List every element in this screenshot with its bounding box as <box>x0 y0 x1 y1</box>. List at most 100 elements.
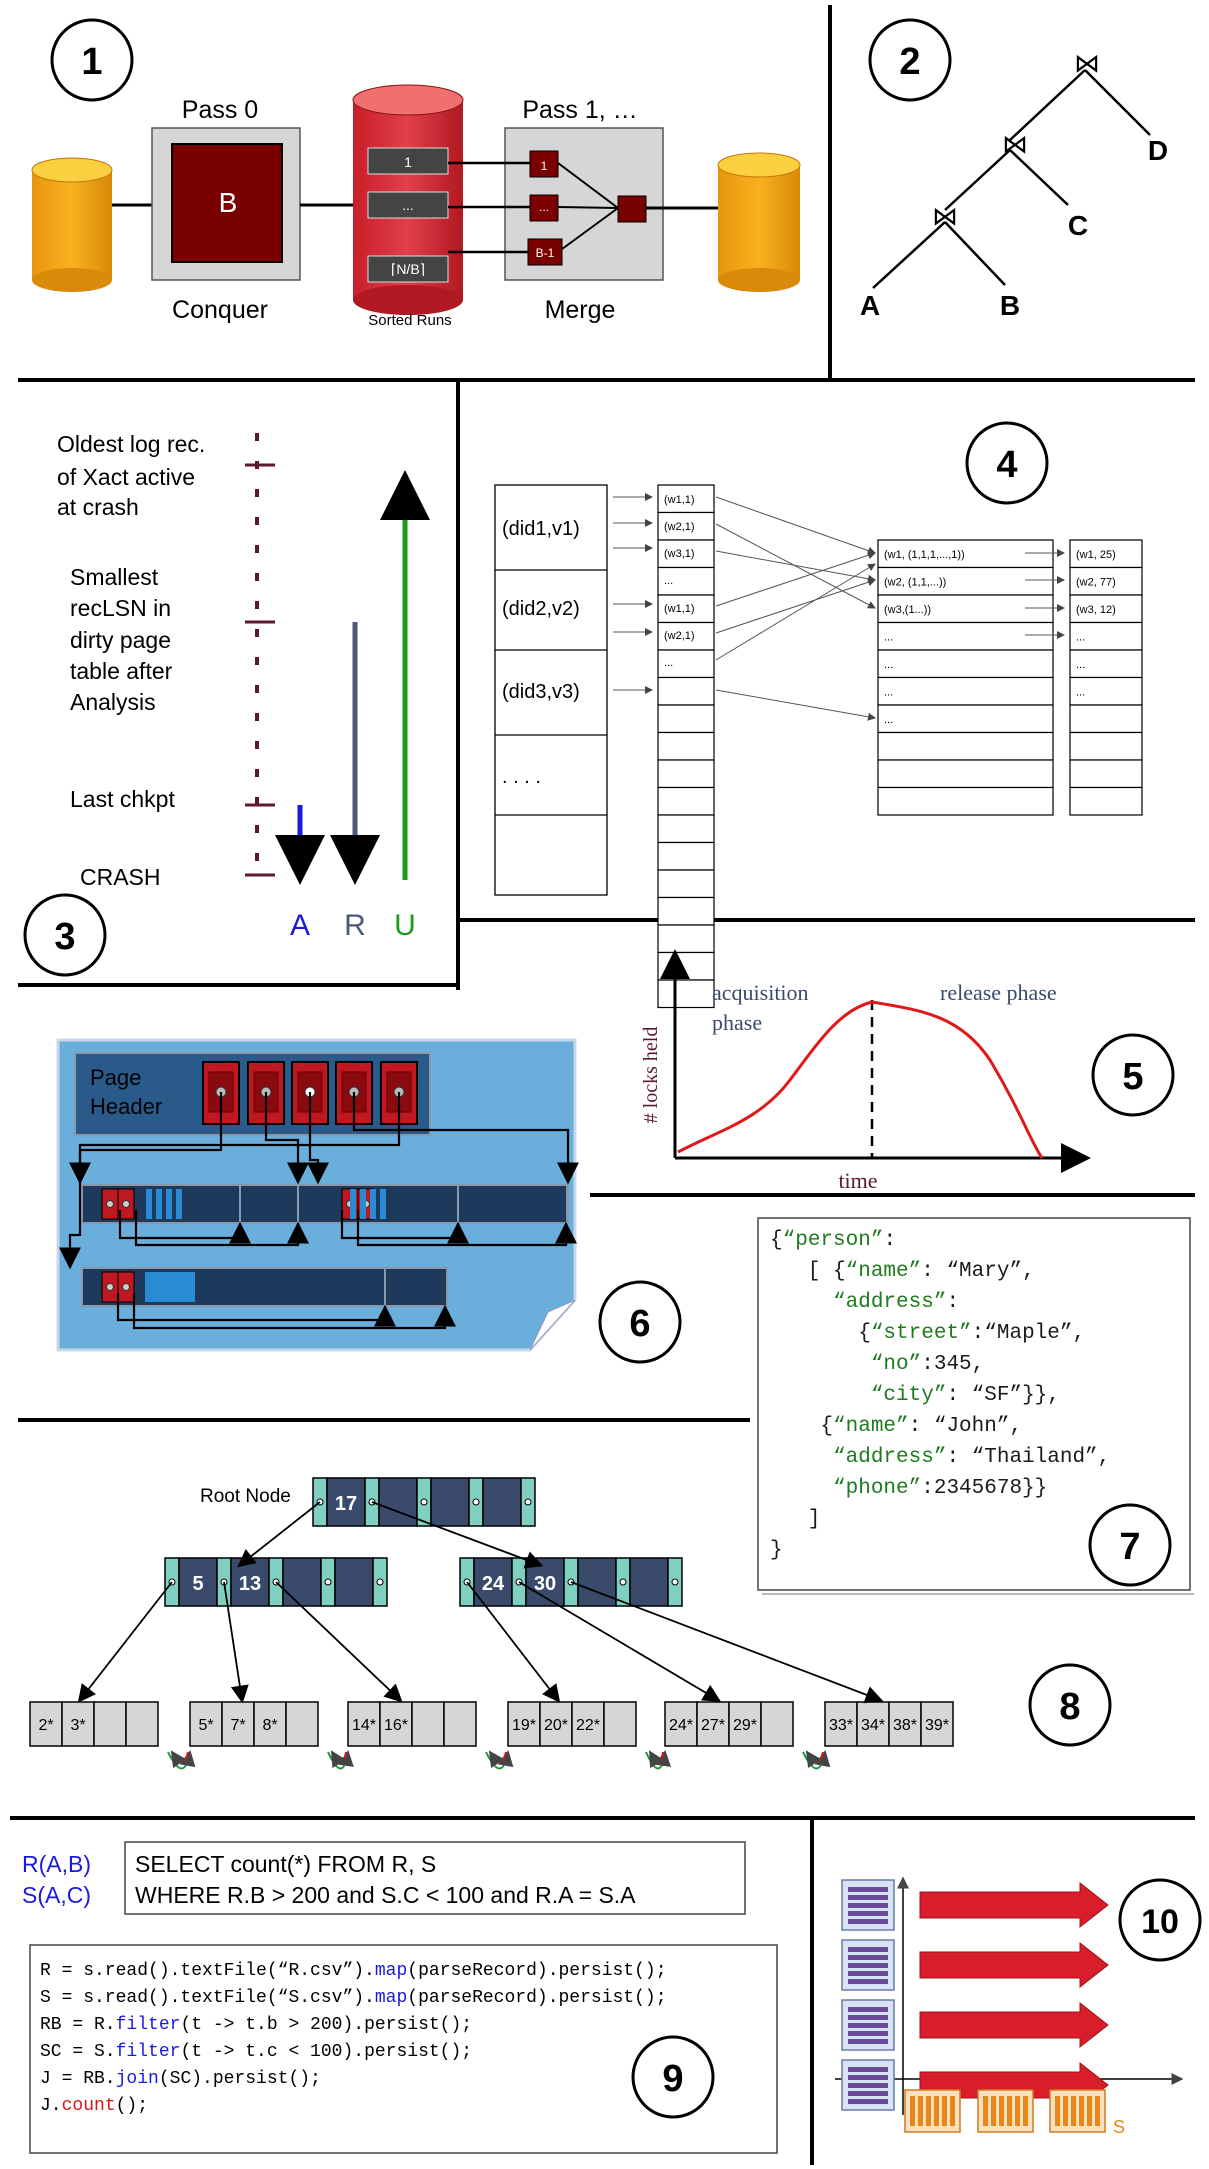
leaf-cell <box>125 1701 159 1747</box>
leaf-cell <box>285 1701 319 1747</box>
panel-10-partitioning: S 10 <box>835 1876 1202 2137</box>
document-entry: (did3,v3) <box>502 681 580 703</box>
panel-number-1: 1 <box>50 18 134 102</box>
partition-arrow <box>919 2001 1109 2049</box>
leaf-entry: 20* <box>544 1717 568 1734</box>
phase-a-label: A <box>290 909 310 942</box>
inner-right-key <box>629 1557 669 1607</box>
json-line: [ {“name”: “Mary”, <box>770 1260 1035 1283</box>
map-output-text: ... <box>664 657 673 669</box>
code-line: J.count(); <box>40 2096 148 2116</box>
panel-number-8: 8 <box>1028 1663 1112 1747</box>
json-line: {“street”:“Maple”, <box>770 1322 1085 1345</box>
input-file-cylinder <box>31 157 113 292</box>
panel-number-7: 7 <box>1088 1503 1172 1587</box>
map-output-text: (w2,1) <box>664 521 695 533</box>
leaf-cell <box>347 1701 381 1747</box>
grouped-cell <box>877 649 1054 679</box>
root-node-label: Root Node <box>200 1486 291 1507</box>
inner-left-key-text: 5 <box>192 1573 203 1595</box>
panel-9-query: R(A,B) S(A,C) SELECT count(*) FROM R, S … <box>22 1841 778 2154</box>
record-row-1 <box>81 1184 568 1224</box>
sorted-runs-label: Sorted Runs <box>368 312 451 329</box>
grouped-cell <box>877 594 1054 624</box>
map-output-cell <box>657 814 715 844</box>
spark-code: R = s.read().textFile(“R.csv”).map(parse… <box>40 1961 667 2116</box>
leaf-sibling-link <box>648 1750 664 1769</box>
svg-text:8: 8 <box>1059 1686 1080 1728</box>
code-line: J = RB.join(SC).persist(); <box>40 2069 321 2089</box>
grouped-cell <box>877 676 1054 706</box>
grouped-cell <box>877 704 1054 734</box>
release-label: release phase <box>940 980 1057 1005</box>
inner-right-key-text: 24 <box>482 1573 505 1595</box>
panel-7-json: {“person”: [ {“name”: “Mary”, “address”:… <box>757 1217 1194 1595</box>
output-file-cylinder <box>717 152 801 292</box>
map-output-cell <box>657 786 715 816</box>
document-entry: (did1,v1) <box>502 518 580 540</box>
leaf-entry: 19* <box>512 1717 536 1734</box>
reduced-text: ... <box>1076 632 1085 644</box>
leaf-sibling-link <box>485 1750 514 1770</box>
acquisition-label-line1: acquisition <box>712 980 809 1005</box>
merge-box: 1 ... B-1 <box>448 127 664 281</box>
inner-left-key-text: 13 <box>239 1573 261 1595</box>
pass-0-label: Pass 0 <box>182 96 258 124</box>
sql-box <box>124 1841 746 1915</box>
reduced-cell <box>1069 676 1143 706</box>
grouped-text: ... <box>884 659 893 671</box>
grouped-text: (w2, (1,1,...)) <box>884 577 946 589</box>
map-output-cell <box>657 869 715 899</box>
oldest-log-line3: at crash <box>57 494 139 520</box>
leaf-sibling-link <box>170 1750 189 1769</box>
s-label: S <box>1113 2117 1125 2137</box>
partition-arrow <box>919 1941 1109 1989</box>
schema-s: S(A,C) <box>22 1882 91 1908</box>
root-key <box>482 1477 522 1527</box>
smallest-reclsn-line3: dirty page <box>70 627 171 653</box>
svg-text:5: 5 <box>1122 1056 1143 1098</box>
json-line: “phone”:2345678}} <box>770 1477 1047 1500</box>
map-output-cell <box>657 566 715 596</box>
panel-6-slotted-page: Page Header 6 <box>56 1038 682 1364</box>
root-key-text: 17 <box>335 1493 357 1515</box>
grouped-cell <box>877 786 1054 816</box>
map-output-text: (w2,1) <box>664 630 695 642</box>
panel-separators <box>10 5 1195 2165</box>
buffer-box: B <box>151 127 301 281</box>
json-line: ] <box>770 1508 820 1531</box>
reduced-cell <box>1069 566 1143 596</box>
panel-number-9: 9 <box>631 2035 715 2119</box>
reduced-text: ... <box>1076 687 1085 699</box>
json-line: {“person”: <box>770 1229 896 1252</box>
variable-field-bar <box>380 1189 386 1219</box>
reduced-cell <box>1069 594 1143 624</box>
merge-label: Merge <box>545 296 616 324</box>
documents-table <box>494 484 608 896</box>
root-key <box>326 1477 366 1527</box>
leaf-cell <box>664 1701 698 1747</box>
leaf-cell <box>253 1701 287 1747</box>
leaf-sibling-link <box>802 1750 831 1770</box>
x-axis-label: time <box>838 1168 877 1193</box>
reduced-cell <box>1069 731 1143 761</box>
map-output-text: (w1,1) <box>664 603 695 615</box>
leaf-entry: 34* <box>861 1717 885 1734</box>
record-row-2 <box>81 1267 448 1307</box>
page-header-label-2: Header <box>90 1094 162 1119</box>
variable-field-bar <box>360 1189 366 1219</box>
merge-input-1: 1 <box>541 159 548 173</box>
grouped-text: ... <box>884 687 893 699</box>
leaf-cell <box>443 1701 477 1747</box>
pass-1-label: Pass 1, … <box>522 96 637 124</box>
conquer-label: Conquer <box>172 296 268 324</box>
smallest-reclsn-line5: Analysis <box>70 689 156 715</box>
map-output-cell <box>657 594 715 624</box>
join-symbol-top: ⋈ <box>1074 49 1100 79</box>
panel-4-mapreduce: 4 (did1,v1)(did2,v2)(did3,v3). . . .(w1,… <box>494 421 1143 1009</box>
join-symbol-bottom: ⋈ <box>932 202 958 232</box>
code-line: RB = R.filter(t -> t.b > 200).persist(); <box>40 2015 472 2035</box>
relation-b: B <box>1000 290 1020 321</box>
leaf-sibling-link <box>805 1750 824 1769</box>
